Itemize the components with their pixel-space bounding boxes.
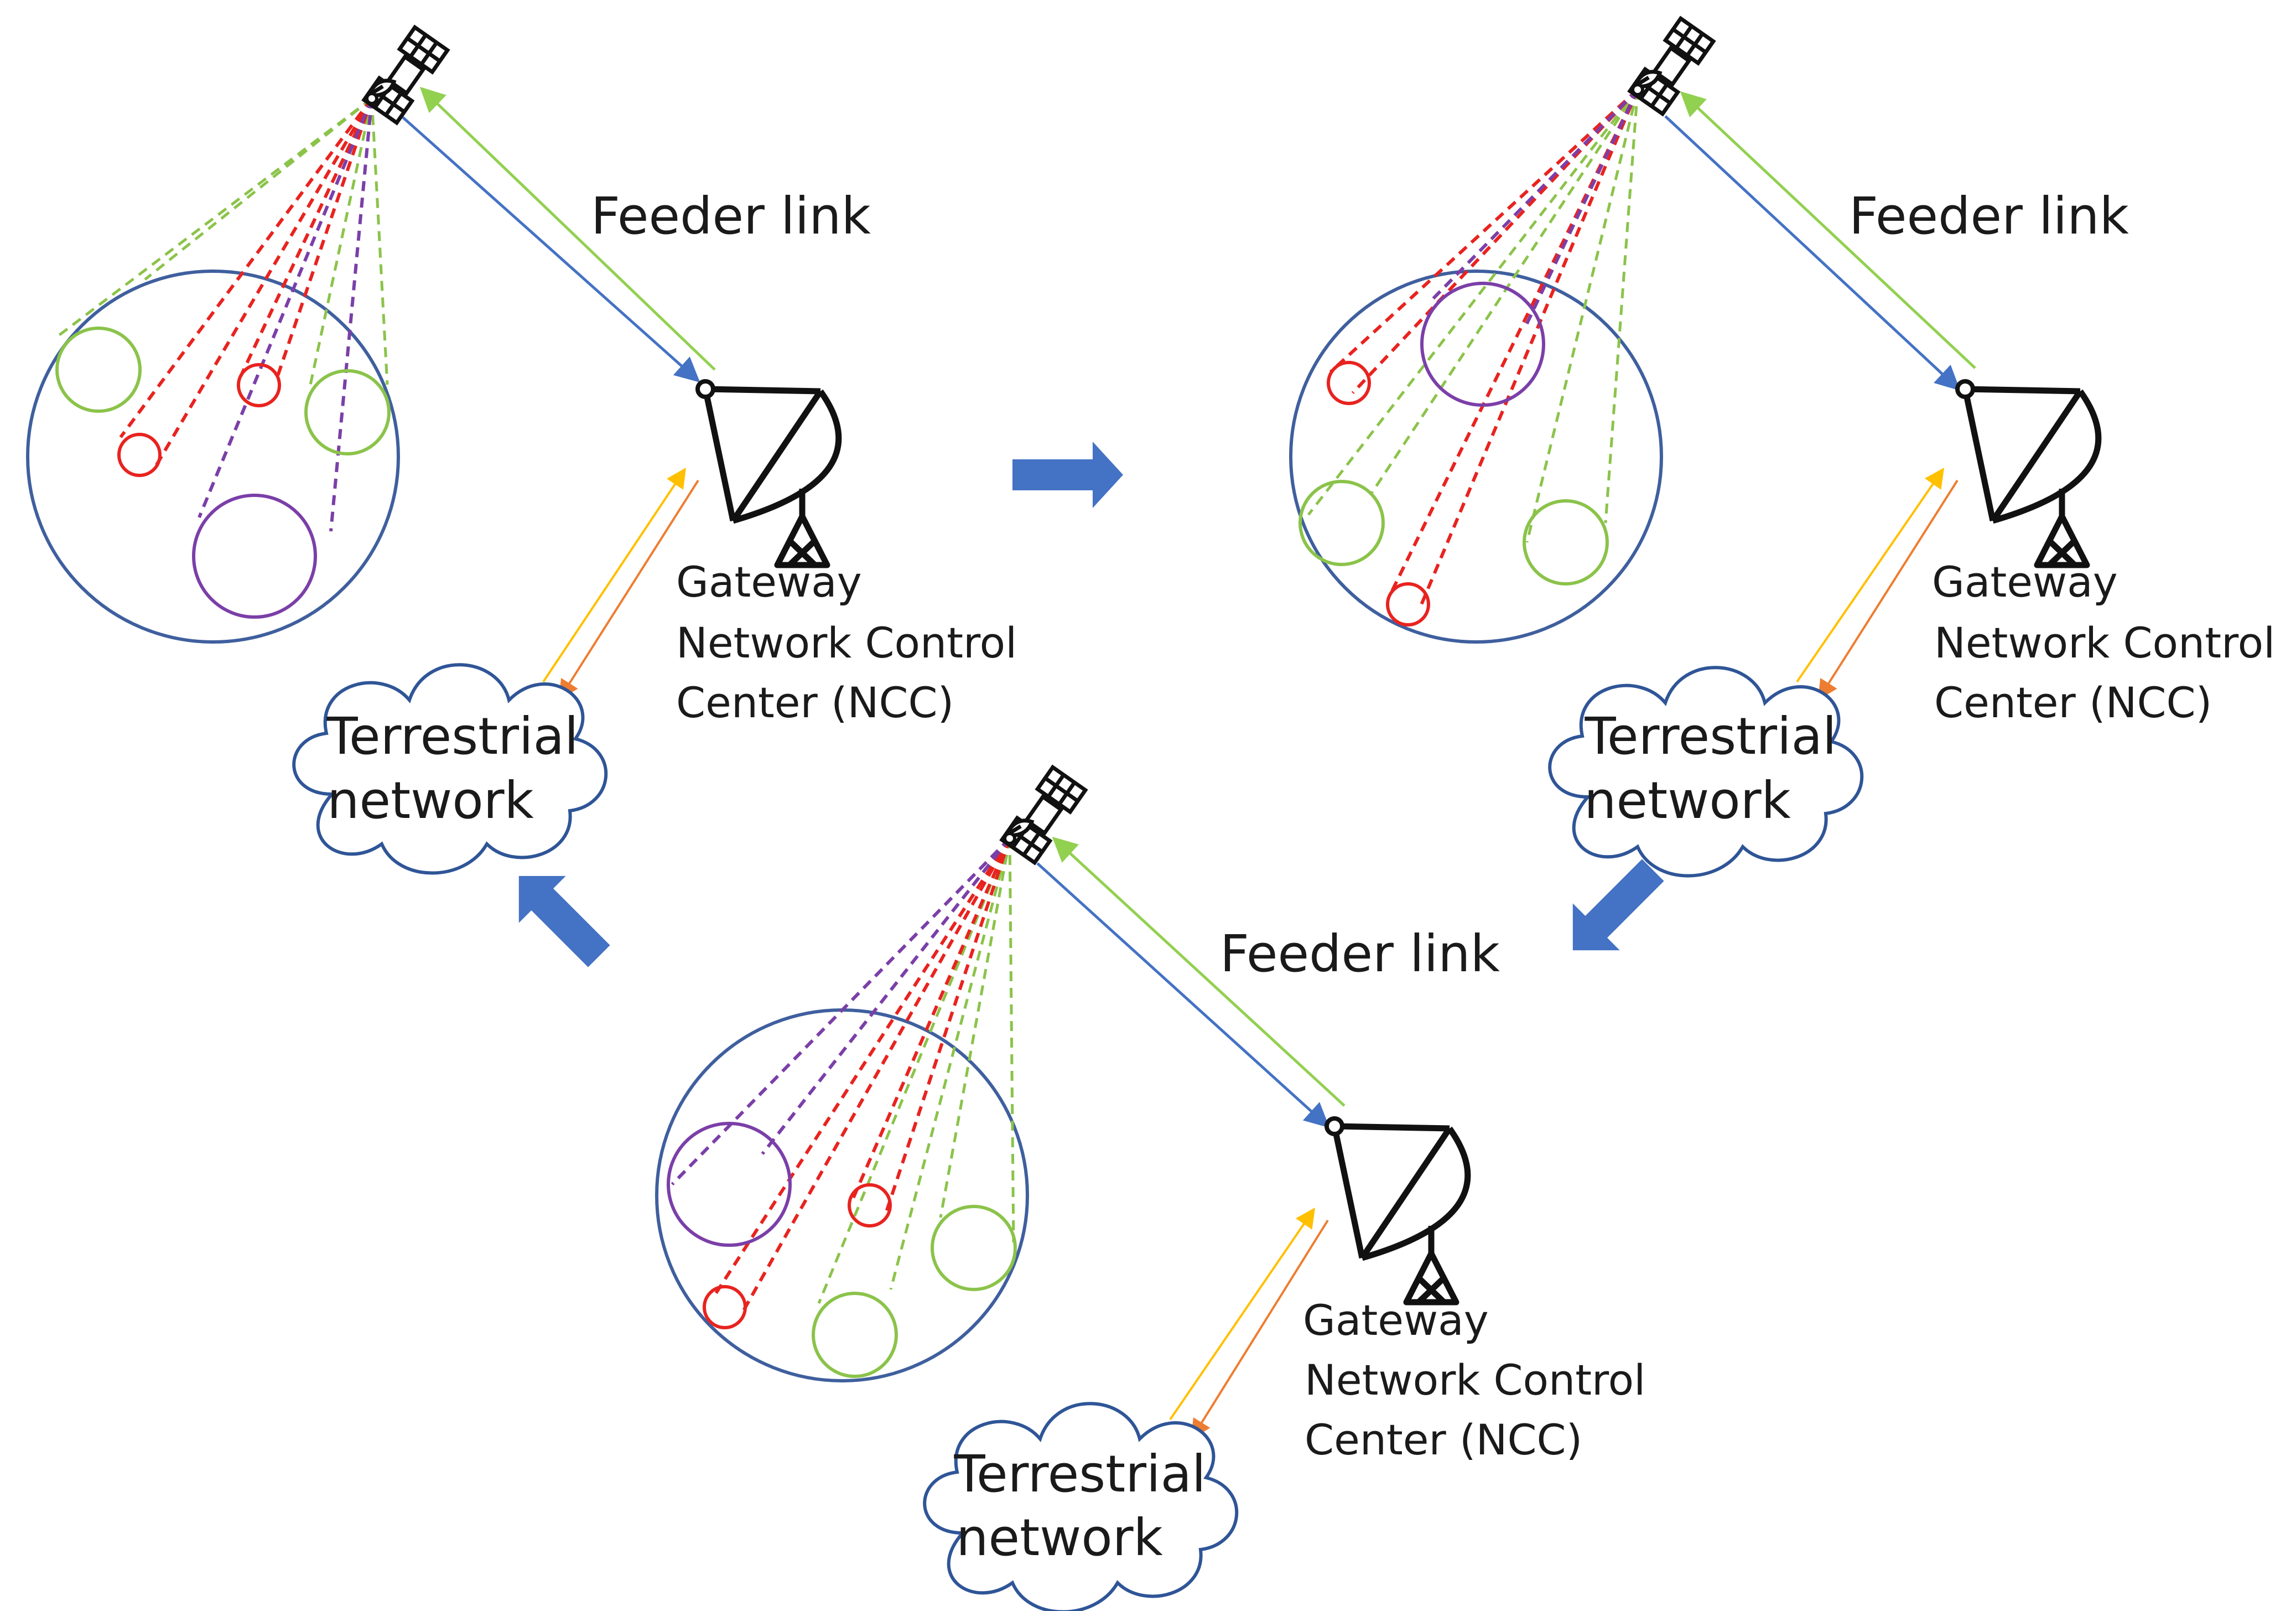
beam-spot-green: [1523, 499, 1609, 586]
ncc-label: Network Control: [1934, 618, 2275, 667]
beam-green: [939, 838, 1011, 1218]
cloud-icon: [294, 665, 606, 873]
beam-green: [1307, 89, 1639, 516]
beam-spot-green: [304, 369, 391, 455]
beam-green: [1370, 89, 1639, 494]
feeder-link-down: [1664, 115, 1961, 391]
terrestrial-network-label: Terrestrial: [953, 1444, 1206, 1504]
panel-bottom: Feeder link Gateway Network Control Cent…: [655, 767, 1645, 1611]
satellite-icon: [1002, 767, 1085, 862]
terrestrial-network-label: Terrestrial: [326, 707, 578, 766]
terrestrial-link-down: [1818, 479, 1959, 701]
beam-green: [1008, 838, 1015, 1243]
ncc-label-line2: Center (NCC): [676, 678, 954, 727]
terrestrial-network-label-line2: network: [1584, 771, 1791, 830]
beam-green: [370, 98, 389, 385]
feeder-link-down: [1036, 862, 1330, 1128]
flow-arrow-icon: [1572, 859, 1664, 951]
beam-red: [740, 837, 1011, 1315]
beam-spot-red: [1386, 582, 1430, 626]
beam-spot-purple: [192, 494, 317, 619]
beam-green: [1604, 89, 1639, 524]
beam-red: [1419, 89, 1639, 607]
beam-spot-purple: [667, 1122, 792, 1247]
beam-purple: [761, 837, 1011, 1155]
beam-spot-red: [703, 1285, 747, 1329]
ncc-label-line2: Center (NCC): [1934, 678, 2212, 727]
feeder-link-label: Feeder link: [1220, 924, 1500, 983]
beam-spot-red: [1327, 361, 1371, 405]
satellite-icon: [364, 27, 448, 122]
beam-green: [1525, 89, 1639, 543]
coverage-area: [26, 270, 400, 644]
beam-red: [1390, 89, 1639, 593]
terrestrial-link-up: [1796, 468, 1945, 683]
terrestrial-link-up: [542, 468, 686, 683]
terrestrial-link-down: [1191, 1219, 1329, 1440]
gateway-label: Gateway: [676, 557, 862, 607]
terrestrial-network-label-line2: network: [327, 771, 534, 830]
flow-arrow-icon: [518, 876, 610, 967]
beam-spot-red: [848, 1183, 892, 1227]
beam-spot-purple: [1420, 282, 1545, 407]
beam-red: [239, 97, 373, 377]
beam-purple: [1523, 89, 1639, 330]
beam-purple: [198, 97, 373, 519]
ncc-label: Network Control: [1305, 1355, 1645, 1405]
coverage-area: [1289, 270, 1663, 644]
panel-top-left: Feeder link Gateway Network Control Cent…: [26, 27, 1017, 873]
flow-arrow-icon: [1012, 442, 1123, 508]
gateway-dish-icon: [1957, 381, 2098, 565]
beam-green: [144, 97, 373, 281]
feeder-link-down: [402, 116, 700, 382]
beam-spot-green: [1298, 480, 1385, 566]
terrestrial-link-up: [1169, 1208, 1316, 1421]
terrestrial-network-label: Terrestrial: [1584, 707, 1836, 766]
beam-spot-green: [812, 1292, 898, 1378]
beam-purple: [329, 98, 373, 532]
ncc-label-line2: Center (NCC): [1305, 1415, 1582, 1464]
beams: [57, 97, 389, 532]
feeder-link-up: [1052, 836, 1346, 1107]
beam-spot-green: [931, 1205, 1017, 1291]
feeder-link-up: [419, 86, 716, 371]
beam-red: [153, 97, 373, 469]
beam-red: [1351, 88, 1639, 395]
gateway-label: Gateway: [1932, 557, 2118, 607]
beam-purple: [1431, 88, 1639, 301]
feeder-link-label: Feeder link: [591, 187, 871, 246]
gateway-dish-icon: [1327, 1118, 1468, 1302]
beam-spot-green: [55, 327, 142, 413]
beam-green: [889, 838, 1011, 1290]
beam-red: [713, 837, 1011, 1296]
feeder-link-label: Feeder link: [1849, 187, 2129, 246]
gateway-label: Gateway: [1303, 1296, 1489, 1345]
beams: [1307, 88, 1639, 607]
feeder-link-up: [1680, 91, 1976, 369]
cloud-icon: [924, 1403, 1237, 1611]
panel-top-right: Feeder link Gateway Network Control Cent…: [1289, 18, 2275, 876]
beam-green: [57, 97, 373, 337]
beam-red: [119, 97, 373, 438]
beam-spot-red: [237, 363, 281, 407]
beam-red: [850, 837, 1011, 1202]
satellite-icon: [1630, 18, 1713, 113]
ncc-label: Network Control: [676, 618, 1017, 667]
terrestrial-network-label-line2: network: [956, 1508, 1163, 1567]
terrestrial-link-down: [559, 479, 699, 701]
beams: [671, 837, 1015, 1315]
beam-red: [885, 838, 1011, 1213]
beam-spot-red: [117, 433, 162, 477]
beam-red: [1329, 88, 1639, 374]
beam-green: [817, 838, 1011, 1304]
gateway-dish-icon: [698, 381, 839, 565]
beam-purple: [671, 837, 1011, 1186]
